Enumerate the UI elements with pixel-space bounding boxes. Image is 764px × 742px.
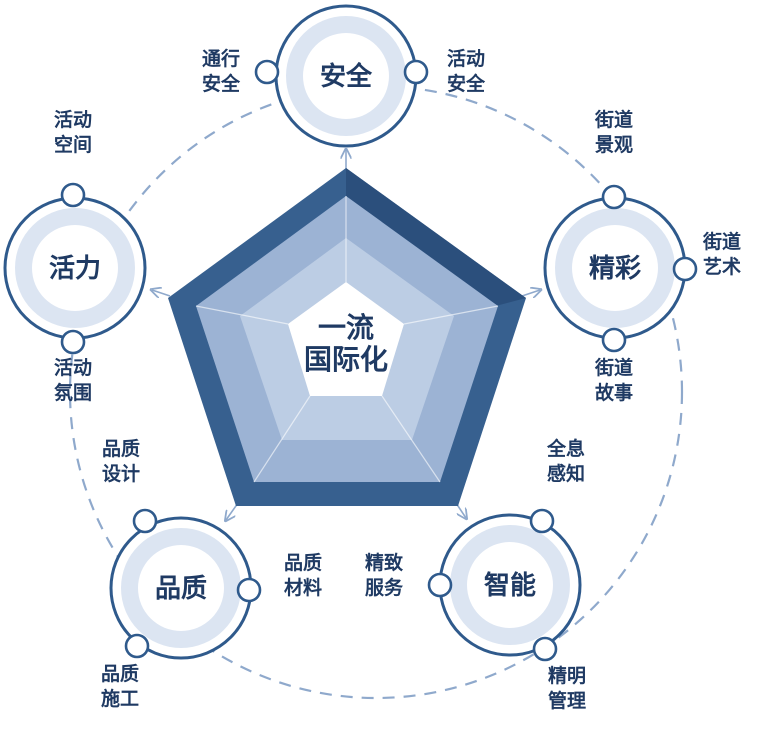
sub-label-smart-1-line2: 服务 (365, 576, 404, 599)
sub-label-quality-2-line1: 品质 (101, 663, 139, 685)
sub-dot-wonderful-2 (601, 327, 627, 353)
center-title-line1: 一流 (318, 311, 374, 344)
theme-core-safety (303, 33, 389, 119)
theme-core-vitality (32, 225, 118, 311)
arrow-vitality (152, 290, 171, 296)
sub-label-vitality-0-line1: 活动 (54, 108, 92, 131)
sub-label-smart-0-line1: 全息 (546, 437, 585, 460)
sub-label-vitality-0-line2: 空间 (54, 133, 92, 156)
theme-title-vitality: 活力 (49, 254, 101, 284)
theme-title-safety: 安全 (320, 61, 373, 92)
sub-dot-wonderful-0 (601, 184, 627, 210)
sub-label-safety-0-line2: 安全 (202, 72, 241, 95)
sub-label-wonderful-0-line1: 街道 (594, 108, 633, 131)
sub-label-wonderful-1-line1: 街道 (702, 230, 741, 253)
sub-label-vitality-1-line1: 活动 (54, 356, 92, 379)
connector-ring (68, 84, 684, 700)
theme-title-quality: 品质 (155, 574, 207, 604)
theme-nodes: 安全通行安全活动安全精彩街道景观街道艺术街道故事智能全息感知精致服务精明管理品质… (3, 4, 741, 712)
sub-label-wonderful-1-line2: 艺术 (703, 256, 741, 278)
sub-dot-safety-1 (403, 59, 429, 85)
sub-dot-vitality-0 (60, 182, 86, 208)
theme-core-smart (467, 542, 553, 628)
sub-label-smart-2-line1: 精明 (548, 664, 586, 687)
sub-dot-quality-0 (132, 508, 158, 534)
sub-label-smart-2-line2: 管理 (548, 689, 586, 712)
sub-label-safety-1-line2: 安全 (447, 72, 486, 95)
sub-dot-vitality-1 (60, 329, 86, 355)
theme-core-quality (138, 545, 224, 631)
sub-label-quality-2-line2: 施工 (101, 687, 139, 710)
sub-label-smart-0-line2: 感知 (547, 462, 585, 485)
sub-label-vitality-1-line2: 氛围 (54, 381, 92, 404)
theme-core-wonderful (572, 225, 658, 311)
sub-dot-smart-2 (532, 636, 558, 662)
sub-label-wonderful-2-line2: 故事 (595, 381, 633, 404)
sub-dot-wonderful-1 (672, 256, 698, 282)
sub-label-smart-1-line1: 精致 (365, 551, 404, 574)
sub-label-quality-1-line2: 材料 (284, 576, 322, 599)
sub-dot-quality-1 (236, 577, 262, 603)
sub-dot-smart-1 (427, 572, 453, 598)
sub-dot-smart-0 (529, 508, 555, 534)
central-pentagon (168, 168, 526, 506)
theme-title-smart: 智能 (484, 570, 536, 601)
sub-dot-quality-2 (124, 633, 150, 659)
arrow-wonderful (521, 290, 540, 296)
sub-label-quality-0-line2: 设计 (102, 463, 140, 485)
sub-label-quality-0-line1: 品质 (102, 438, 140, 460)
sub-label-wonderful-0-line2: 景观 (595, 134, 633, 156)
sub-label-wonderful-2-line1: 街道 (594, 356, 633, 379)
sub-label-quality-1-line1: 品质 (284, 552, 322, 574)
sub-dot-safety-0 (254, 59, 280, 85)
theme-title-wonderful: 精彩 (589, 254, 641, 284)
pentagon-center (288, 282, 404, 396)
center-title-line2: 国际化 (304, 343, 388, 376)
sub-label-safety-1-line1: 活动 (447, 47, 485, 70)
sub-label-safety-0-line1: 通行 (202, 47, 240, 70)
